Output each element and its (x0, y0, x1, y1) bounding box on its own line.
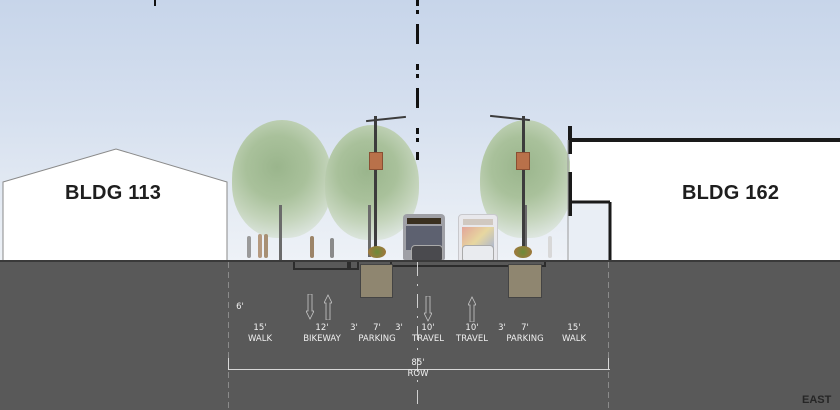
row-dimension-line (228, 369, 610, 370)
row-width-label: 85' (411, 358, 425, 368)
cyclist (330, 238, 334, 258)
street-light-pole (522, 116, 525, 256)
row-tick-west (228, 358, 229, 370)
segment-parking-west: 7'PARKING (358, 323, 396, 344)
pole-banner (516, 152, 530, 170)
offset-dimension: 6' (236, 302, 244, 312)
segment-buffer-2: 3' (395, 323, 403, 333)
arrow-up-icon (324, 294, 332, 320)
pedestrian (548, 236, 552, 258)
street-tree (232, 120, 332, 238)
segment-buffer-3: 3' (498, 323, 506, 333)
building-113-label: BLDG 113 (65, 182, 162, 204)
planter-shrub (514, 246, 532, 258)
property-line-west (228, 262, 229, 408)
arrow-down-icon (306, 294, 314, 320)
row-tick-east (608, 358, 609, 370)
bus-destination-sign (463, 219, 493, 225)
segment-bikeway: 12'BIKEWAY (303, 323, 341, 344)
tree-trunk (279, 205, 282, 261)
centerline-below-grade (417, 262, 418, 408)
pedestrian (264, 234, 268, 258)
segment-parking-east: 7'PARKING (506, 323, 544, 344)
tree-trunk (368, 205, 371, 257)
bus-destination-sign (407, 218, 441, 224)
arrow-up-icon (468, 296, 476, 322)
property-line-east (608, 262, 609, 408)
building-162 (567, 126, 840, 262)
pedestrian (258, 234, 262, 258)
car-southbound (411, 245, 443, 261)
centerline-above-grade (416, 0, 419, 160)
street-light-pole (374, 116, 377, 256)
car-northbound (462, 245, 494, 261)
planter-shrub (368, 246, 386, 258)
pole-banner (369, 152, 383, 170)
tree-planter-west (360, 264, 393, 298)
pedestrian (247, 236, 251, 258)
segment-walk-west: 15'WALK (247, 323, 273, 344)
cyclist (310, 236, 314, 258)
building-162-label: BLDG 162 (682, 182, 780, 204)
curb (349, 262, 359, 270)
segment-travel-southbound: 10'TRAVEL (412, 323, 444, 344)
orientation-label: EAST (802, 394, 832, 406)
ground-section (0, 260, 840, 410)
arrow-down-icon (424, 296, 432, 322)
bikeway-recess (293, 262, 349, 270)
tree-planter-east (508, 264, 542, 298)
reference-tick (154, 0, 156, 6)
building-113 (2, 148, 228, 261)
tree-trunk (524, 205, 527, 257)
segment-buffer-1: 3' (350, 323, 358, 333)
segment-travel-northbound: 10'TRAVEL (456, 323, 488, 344)
row-label: ROW (407, 369, 429, 379)
segment-walk-east: 15'WALK (561, 323, 587, 344)
